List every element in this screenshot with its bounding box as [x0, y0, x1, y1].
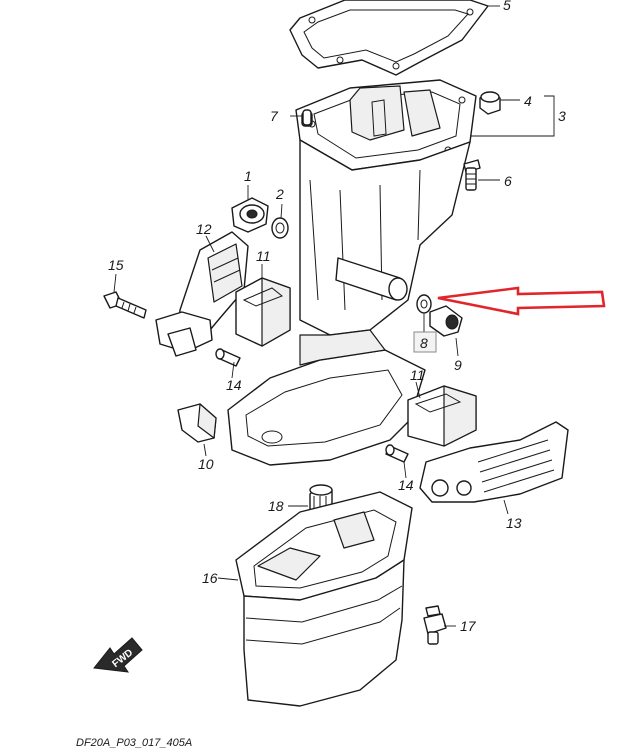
driveshaft-housing	[227, 79, 477, 466]
fwd-arrow-icon: FWD	[93, 637, 143, 673]
bolt-15-part	[103, 291, 147, 319]
rubber-mount-lower-part	[407, 385, 477, 447]
bolt-9-part	[429, 305, 463, 337]
dowel-pin-part	[302, 109, 312, 126]
callout-1: 1	[244, 168, 252, 184]
bushing-part	[231, 197, 269, 233]
callout-16: 16	[202, 570, 218, 586]
callout-15: 15	[108, 257, 124, 273]
bolt-6-part	[463, 159, 481, 191]
pin-right-part	[385, 444, 409, 463]
callout-13: 13	[506, 515, 522, 531]
callout-17: 17	[460, 618, 477, 634]
gasket-part	[289, 0, 489, 76]
callout-5: 5	[503, 0, 511, 13]
callout-2: 2	[275, 186, 284, 202]
callout-8: 8	[420, 335, 428, 351]
rubber-mount-upper-part	[235, 277, 291, 347]
callout-7: 7	[270, 108, 279, 124]
callout-3: 3	[558, 108, 566, 124]
callout-8-box	[413, 331, 437, 353]
callout-4: 4	[524, 93, 532, 109]
plug-part	[479, 91, 501, 115]
mount-bracket-part	[155, 231, 249, 357]
washer-part	[416, 294, 432, 314]
callout-11-lower: 11	[410, 367, 425, 383]
callout-9: 9	[454, 357, 462, 373]
callout-14-left: 14	[226, 377, 242, 393]
callout-12: 12	[196, 221, 212, 237]
lower-case-part	[235, 491, 413, 707]
bolt-17-part	[423, 605, 447, 645]
callout-10: 10	[198, 456, 214, 472]
callout-18: 18	[268, 498, 284, 514]
callout-6: 6	[504, 173, 512, 189]
callout-11-upper: 11	[256, 248, 271, 264]
callout-14-right: 14	[398, 477, 414, 493]
lower-mount-bracket-part	[419, 421, 569, 503]
stopper-part	[177, 403, 217, 443]
drawing-code: DF20A_P03_017_405A	[76, 737, 192, 749]
pin-left-part	[215, 348, 241, 367]
seal-part	[271, 217, 289, 239]
highlight-arrow	[437, 286, 606, 316]
